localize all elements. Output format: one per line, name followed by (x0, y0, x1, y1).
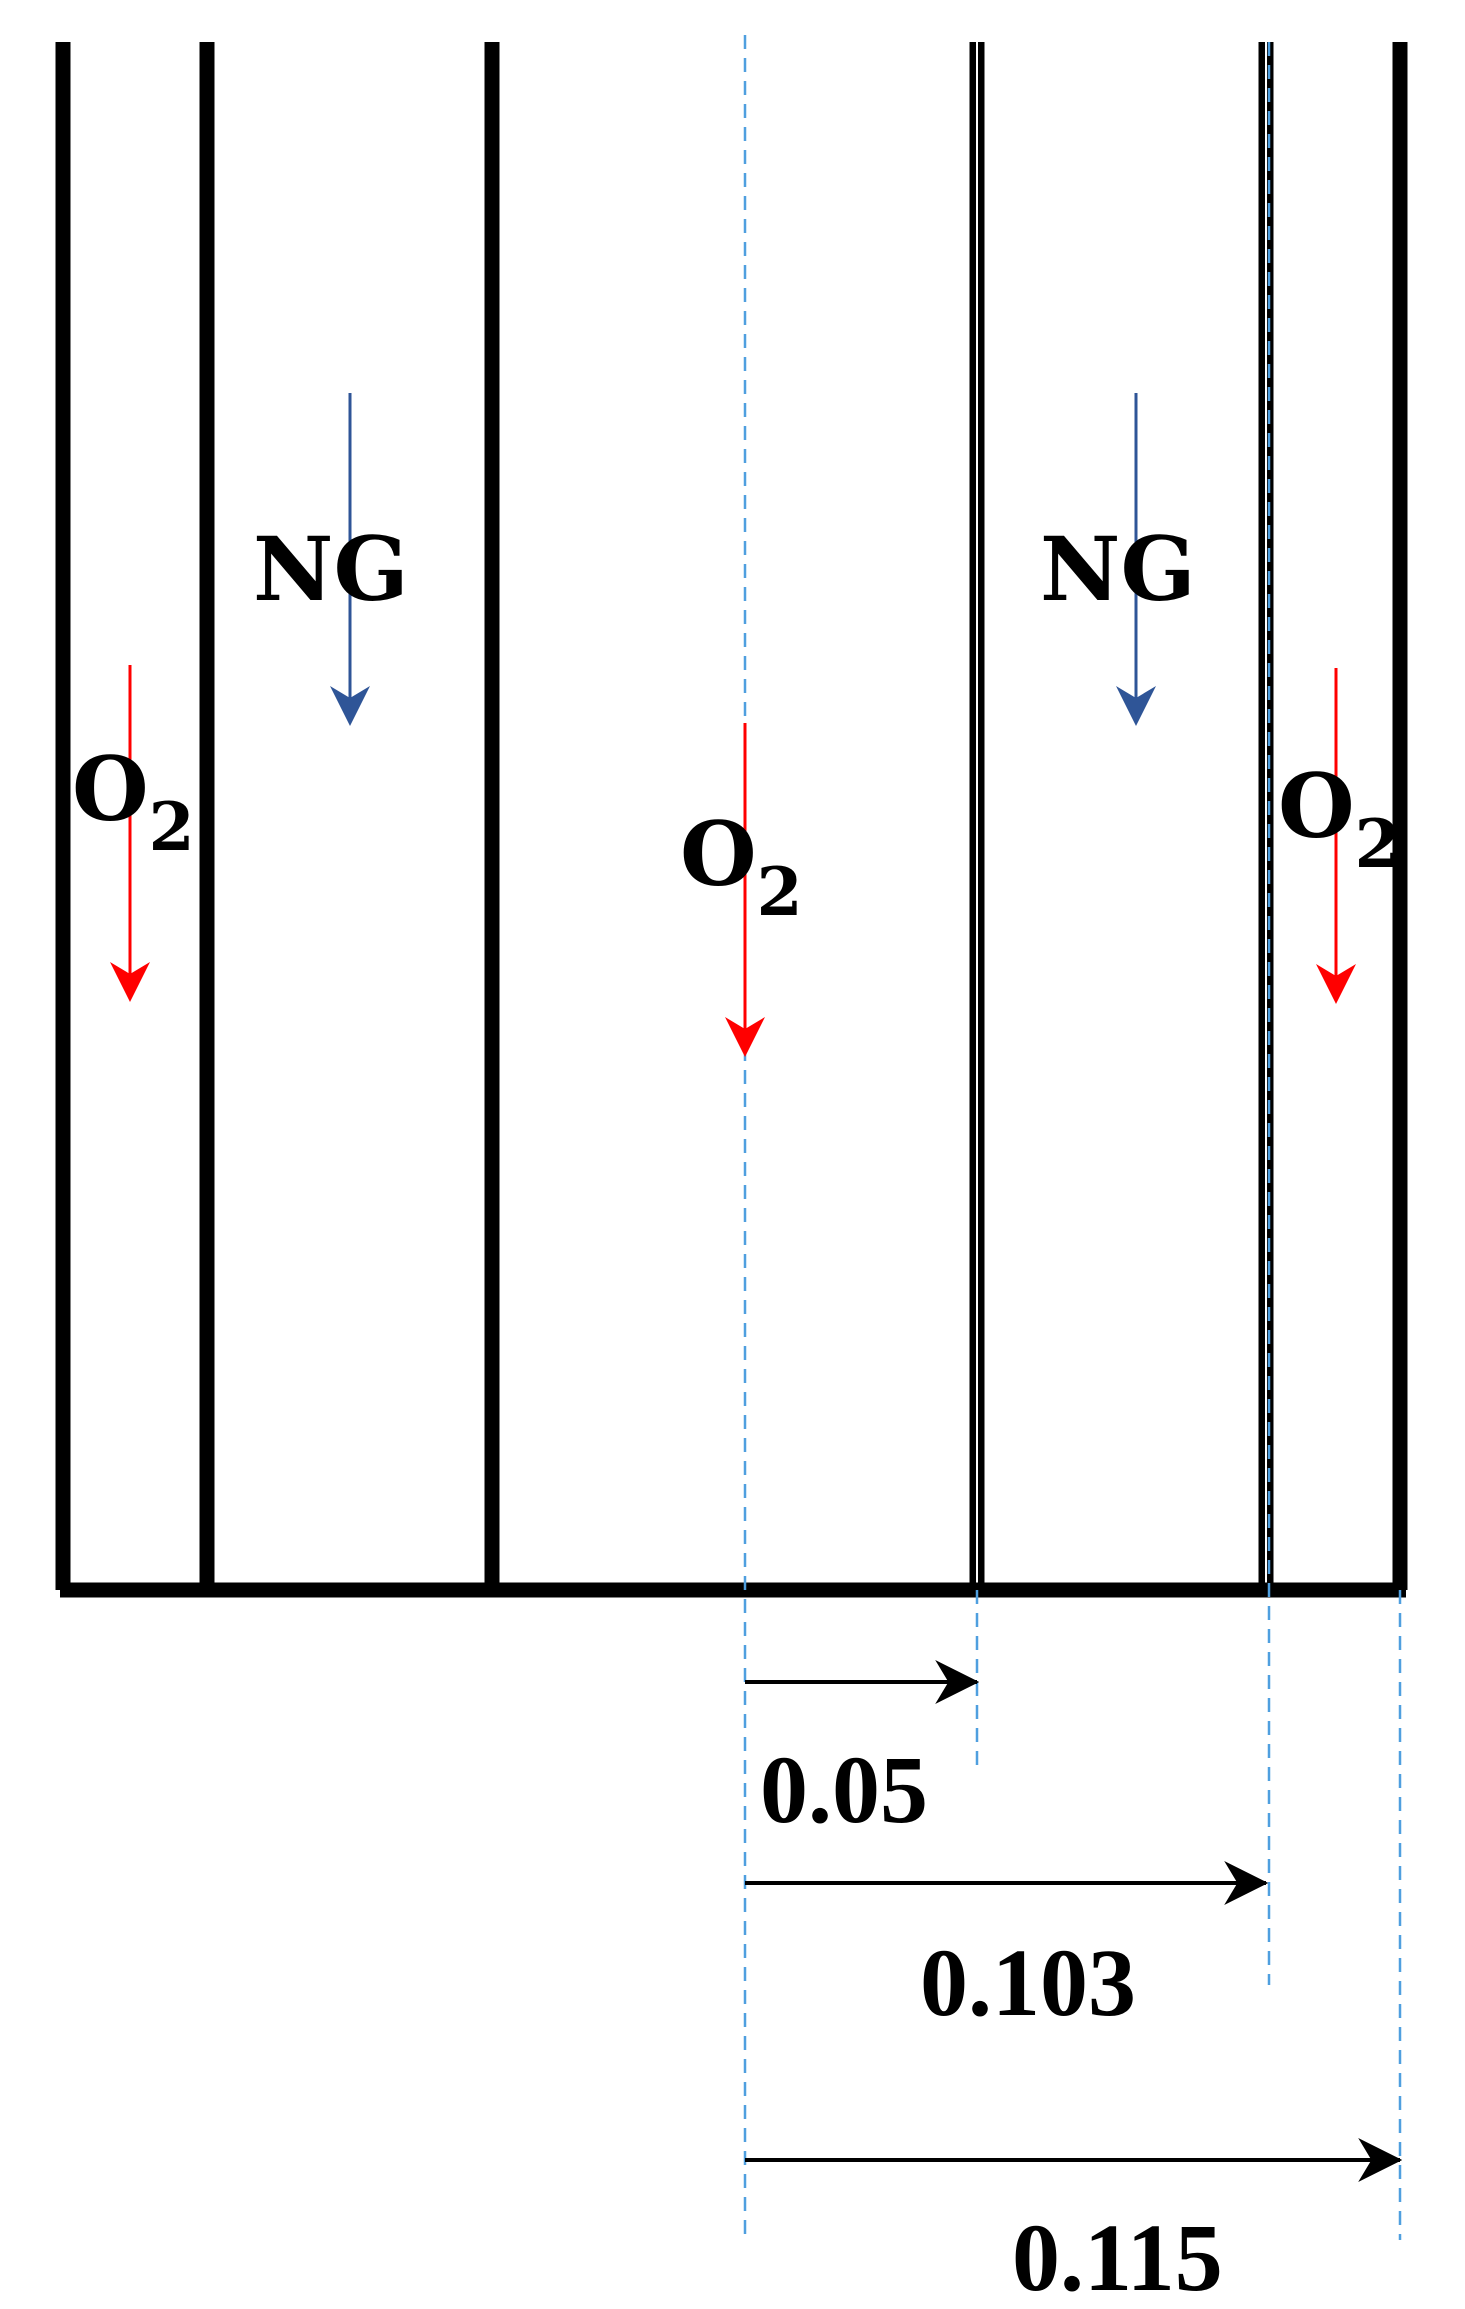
dimension-label-0103: 0.103 (920, 1929, 1136, 2036)
o2-center-label: O2 (680, 802, 803, 931)
dimension-label-005: 0.05 (760, 1736, 928, 1843)
ng-right-label: NG (1040, 517, 1196, 621)
o2-outer-right-label: O2 (1278, 754, 1401, 883)
o2-outer-left-label: O2 (72, 737, 195, 866)
ng-left-label: NG (253, 517, 409, 621)
dimension-label-0115: 0.115 (1012, 2204, 1223, 2309)
